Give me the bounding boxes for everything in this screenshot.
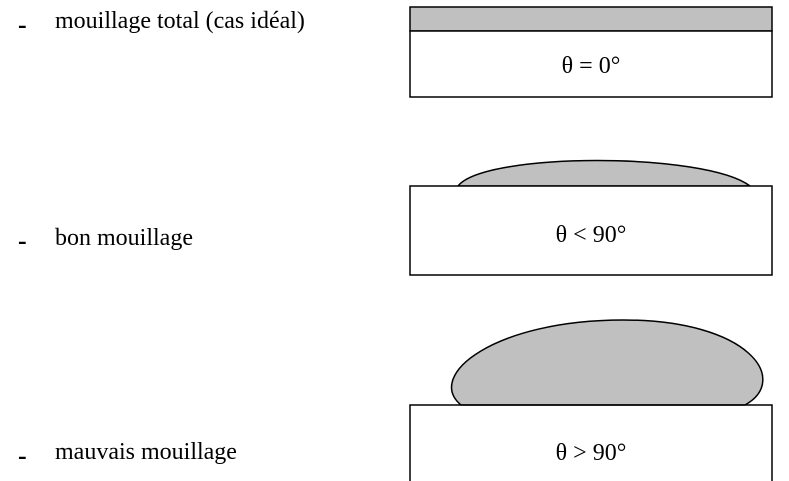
contact-angle-label: θ > 90°: [556, 440, 627, 466]
case-label: bon mouillage: [55, 225, 193, 251]
diagram-svg: θ = 0°: [409, 6, 773, 98]
wetting-diagram-total: θ = 0°: [405, 0, 777, 100]
case-label: mauvais mouillage: [55, 439, 237, 465]
wetting-case-bad: - mauvais mouillage θ > 90°: [0, 310, 789, 481]
case-label: mouillage total (cas idéal): [55, 8, 305, 34]
wetting-case-good: - bon mouillage θ < 90°: [0, 150, 789, 280]
wetting-diagram-bad: θ > 90°: [405, 310, 777, 481]
diagram-svg: θ < 90°: [409, 159, 773, 276]
bullet-dash: -: [18, 441, 27, 470]
substrate: [409, 404, 773, 481]
liquid-film: [409, 6, 773, 32]
wetting-case-total: - mouillage total (cas idéal) θ = 0°: [0, 0, 789, 110]
contact-angle-label: θ = 0°: [562, 53, 621, 79]
substrate: [409, 30, 773, 98]
bullet-dash: -: [18, 226, 27, 255]
wetting-diagram-good: θ < 90°: [405, 150, 777, 280]
contact-angle-label: θ < 90°: [556, 222, 627, 248]
diagram-svg: θ > 90°: [409, 319, 773, 481]
liquid-drop-round: [450, 319, 764, 406]
substrate: [409, 185, 773, 276]
liquid-drop-flat: [456, 159, 753, 187]
bullet-dash: -: [18, 10, 27, 39]
